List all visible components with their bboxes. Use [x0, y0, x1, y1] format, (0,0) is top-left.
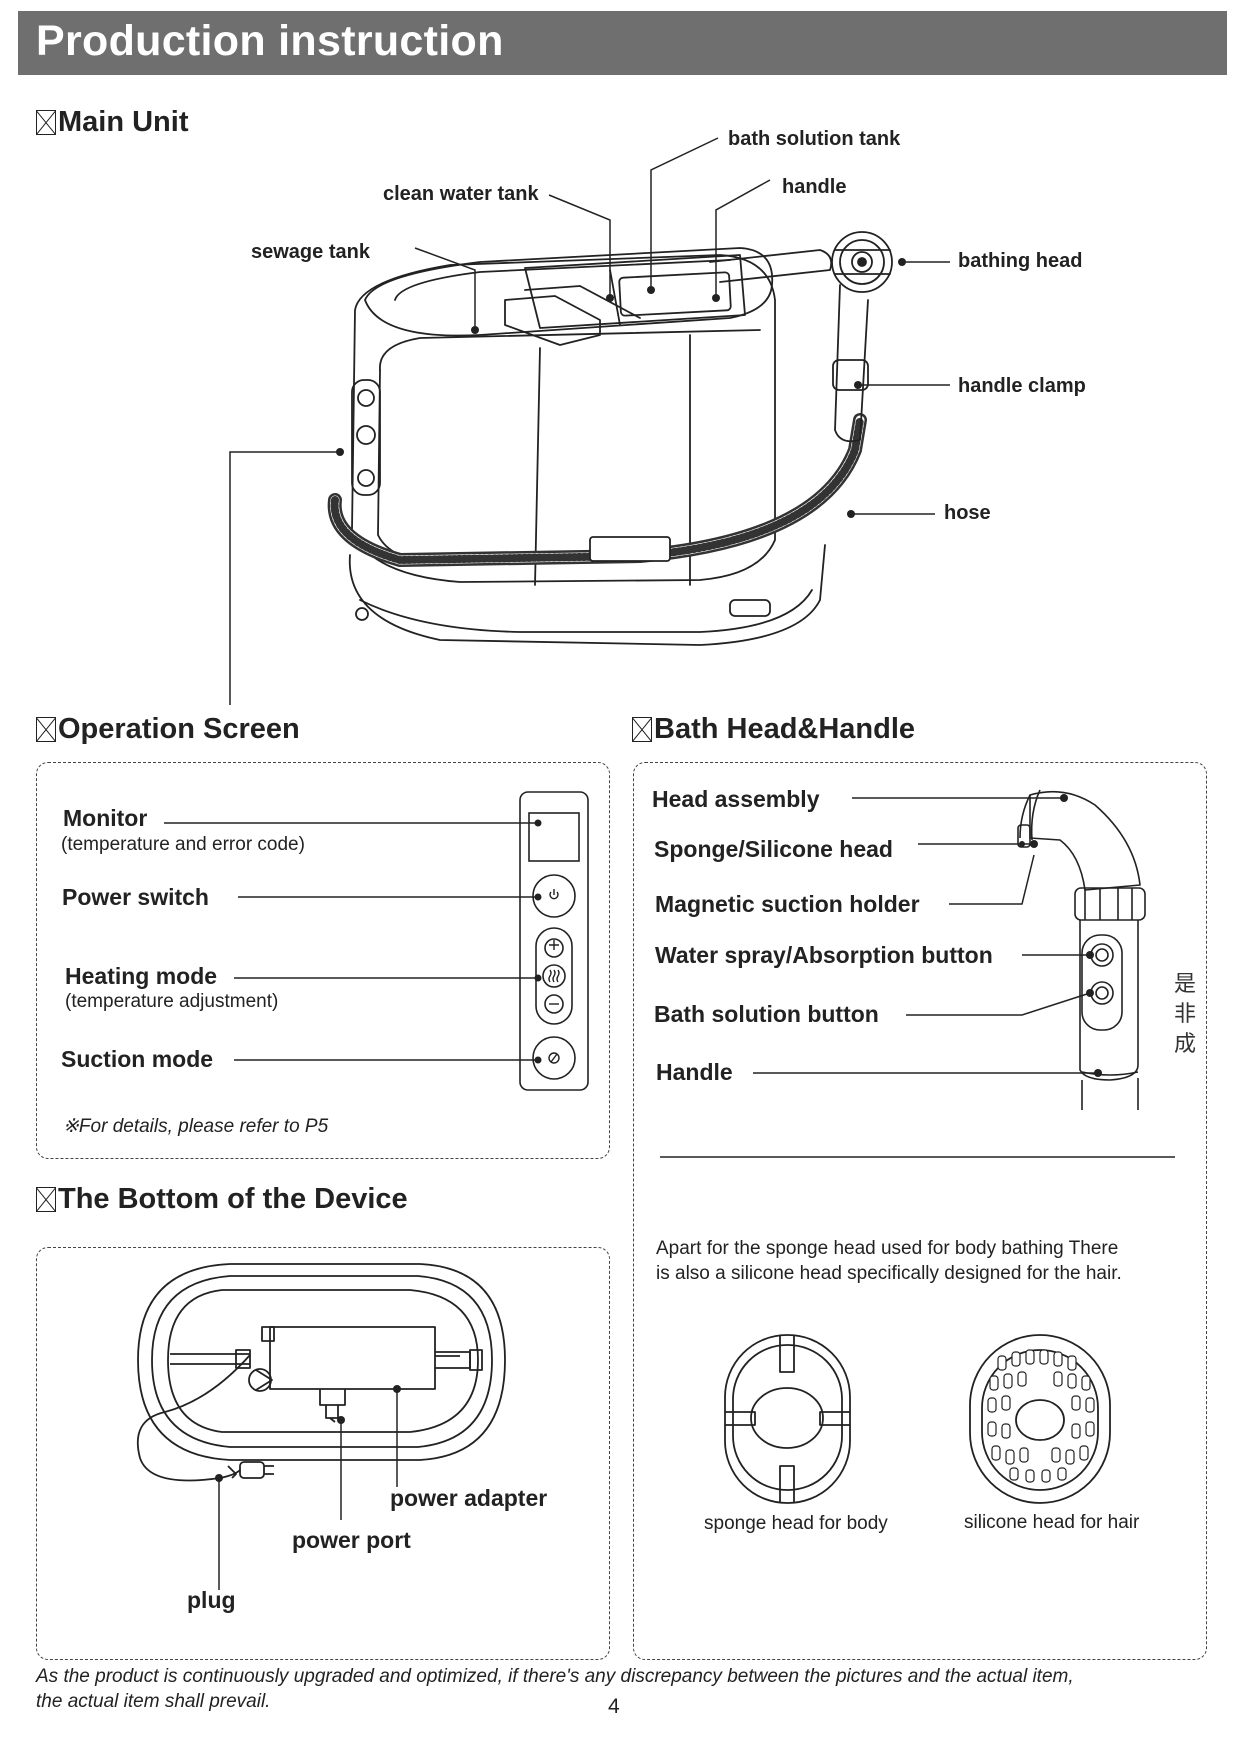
side-char: 成	[1174, 1032, 1197, 1057]
section-heading-bath-head: Bath Head&Handle	[632, 713, 915, 746]
side-cjk-text: 是 非 成	[1174, 970, 1198, 1060]
section-heading-main-unit: Main Unit	[36, 106, 189, 139]
operation-screen-heading: Operation Screen	[58, 713, 300, 745]
page-title: Production instruction	[36, 17, 504, 65]
bath-head-panel	[633, 762, 1207, 1660]
label-heating-mode: Heating mode	[65, 963, 218, 989]
label-suction-mode: Suction mode	[61, 1046, 214, 1072]
label-power-adapter: power adapter	[390, 1485, 548, 1511]
caption-silicone-head: silicone head for hair	[964, 1512, 1140, 1533]
label-power-port: power port	[292, 1527, 411, 1553]
label-heating-sub: (temperature adjustment)	[65, 991, 279, 1012]
details-note: ※For details, please refer to P5	[63, 1116, 329, 1137]
operation-screen-panel	[36, 762, 610, 1159]
footer-line-1: As the product is continuously upgraded …	[36, 1666, 1074, 1687]
label-bathing-head: bathing head	[958, 250, 1083, 272]
label-power-switch: Power switch	[62, 884, 209, 910]
label-clean-water-tank: clean water tank	[383, 183, 539, 205]
label-plug: plug	[187, 1587, 236, 1613]
label-handle-clamp: handle clamp	[958, 375, 1086, 397]
label-sponge-silicone-head: Sponge/Silicone head	[654, 836, 893, 862]
checkbox-x-icon	[36, 717, 56, 742]
checkbox-x-icon	[632, 717, 652, 742]
label-bath-solution-tank: bath solution tank	[728, 128, 901, 150]
footer-line-2: the actual item shall prevail.	[36, 1690, 271, 1712]
label-monitor-sub: (temperature and error code)	[61, 834, 305, 855]
label-magnetic-suction-holder: Magnetic suction holder	[655, 891, 920, 917]
label-handle: Handle	[656, 1059, 733, 1085]
label-handle: handle	[782, 176, 847, 198]
label-sewage-tank: sewage tank	[251, 241, 370, 263]
bottom-heading: The Bottom of the Device	[58, 1183, 408, 1215]
label-head-assembly: Head assembly	[652, 786, 820, 812]
footer-disclaimer: As the product is continuously upgraded …	[36, 1665, 1074, 1714]
main-unit-heading: Main Unit	[58, 106, 189, 138]
label-water-spray-button: Water spray/Absorption button	[655, 942, 993, 968]
checkbox-x-icon	[36, 110, 56, 135]
side-char: 是	[1174, 972, 1197, 997]
side-char: 非	[1174, 1002, 1197, 1027]
label-monitor: Monitor	[63, 805, 148, 831]
caption-sponge-head: sponge head for body	[704, 1513, 888, 1534]
checkbox-x-icon	[36, 1187, 56, 1212]
bottom-panel	[36, 1247, 610, 1660]
bath-head-description: Apart for the sponge head used for body …	[656, 1238, 1122, 1284]
bath-head-heading: Bath Head&Handle	[654, 713, 916, 745]
section-heading-bottom: The Bottom of the Device	[36, 1183, 408, 1216]
section-heading-operation-screen: Operation Screen	[36, 713, 300, 746]
page-number: 4	[608, 1695, 620, 1718]
label-bath-solution-button: Bath solution button	[654, 1001, 879, 1027]
label-hose: hose	[944, 502, 991, 524]
header-banner: Production instruction	[18, 11, 1227, 75]
